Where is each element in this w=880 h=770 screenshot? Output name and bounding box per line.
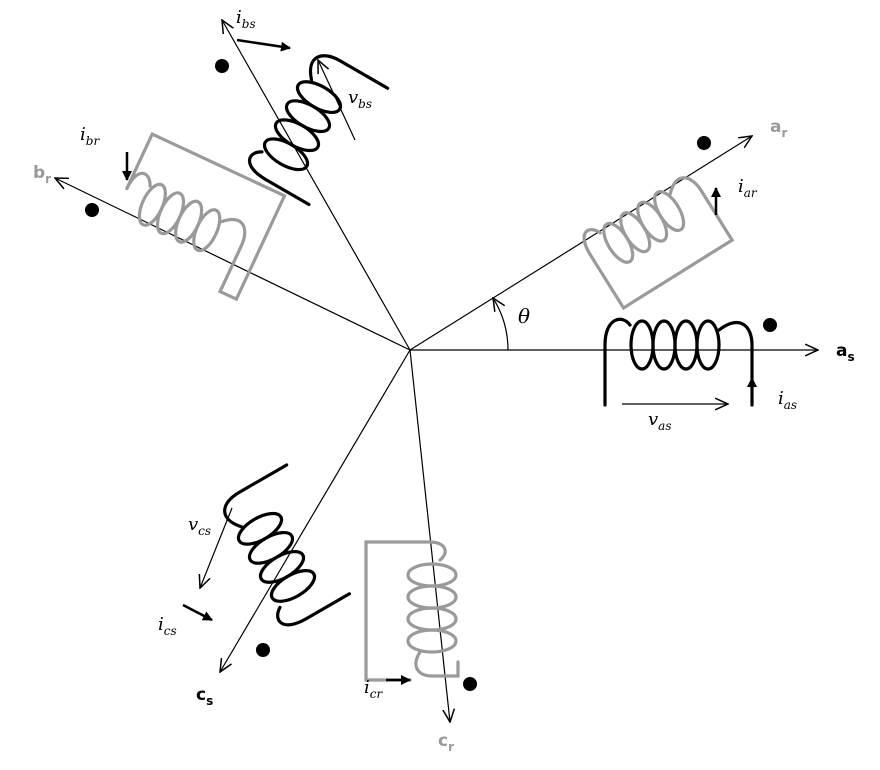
rotor-coil-cr — [364, 540, 460, 682]
axis-label-as: as — [836, 341, 855, 364]
axis-label-cs: cs — [196, 685, 213, 708]
current-label-bs: ibs — [236, 7, 256, 31]
current-arrow-cs — [182, 603, 213, 622]
stator-coil-bs — [247, 54, 390, 207]
polarity-dot-cs — [256, 643, 270, 657]
voltage-label-cs: vcs — [188, 514, 211, 538]
rotor-coil-ar — [582, 176, 735, 311]
axis-label-br: br — [33, 163, 51, 186]
voltage-label-as: vas — [648, 409, 671, 433]
rotor-coil-br — [125, 131, 287, 302]
polarity-dot-br — [85, 203, 99, 217]
theta-arc — [493, 298, 509, 351]
voltage-label-bs: vbs — [348, 87, 372, 111]
current-label-as: ias — [778, 388, 797, 412]
stator-coil-as — [603, 317, 754, 407]
current-label-ar: iar — [738, 176, 758, 200]
polarity-dot-as — [763, 318, 777, 332]
axes — [55, 20, 818, 722]
axis-cs — [220, 349, 411, 672]
axis-bs — [222, 20, 411, 351]
axis-ar — [409, 136, 752, 351]
polarity-dot-cr — [463, 677, 477, 691]
polarity-dot-bs — [215, 59, 229, 73]
voltage-arrow-cs — [200, 507, 233, 588]
polarity-dot-ar — [697, 136, 711, 150]
axis-cr — [409, 349, 450, 722]
current-arrow-bs — [236, 38, 291, 52]
current-label-br: ibr — [80, 124, 100, 148]
current-label-cs: ics — [158, 614, 177, 638]
axis-label-cr: cr — [438, 731, 454, 754]
theta-label: θ — [518, 304, 530, 328]
axis-label-ar: ar — [770, 117, 787, 140]
voltage-arrow-bs — [318, 60, 356, 141]
current-label-cr: icr — [364, 677, 383, 701]
stator-coil-cs — [223, 463, 352, 627]
